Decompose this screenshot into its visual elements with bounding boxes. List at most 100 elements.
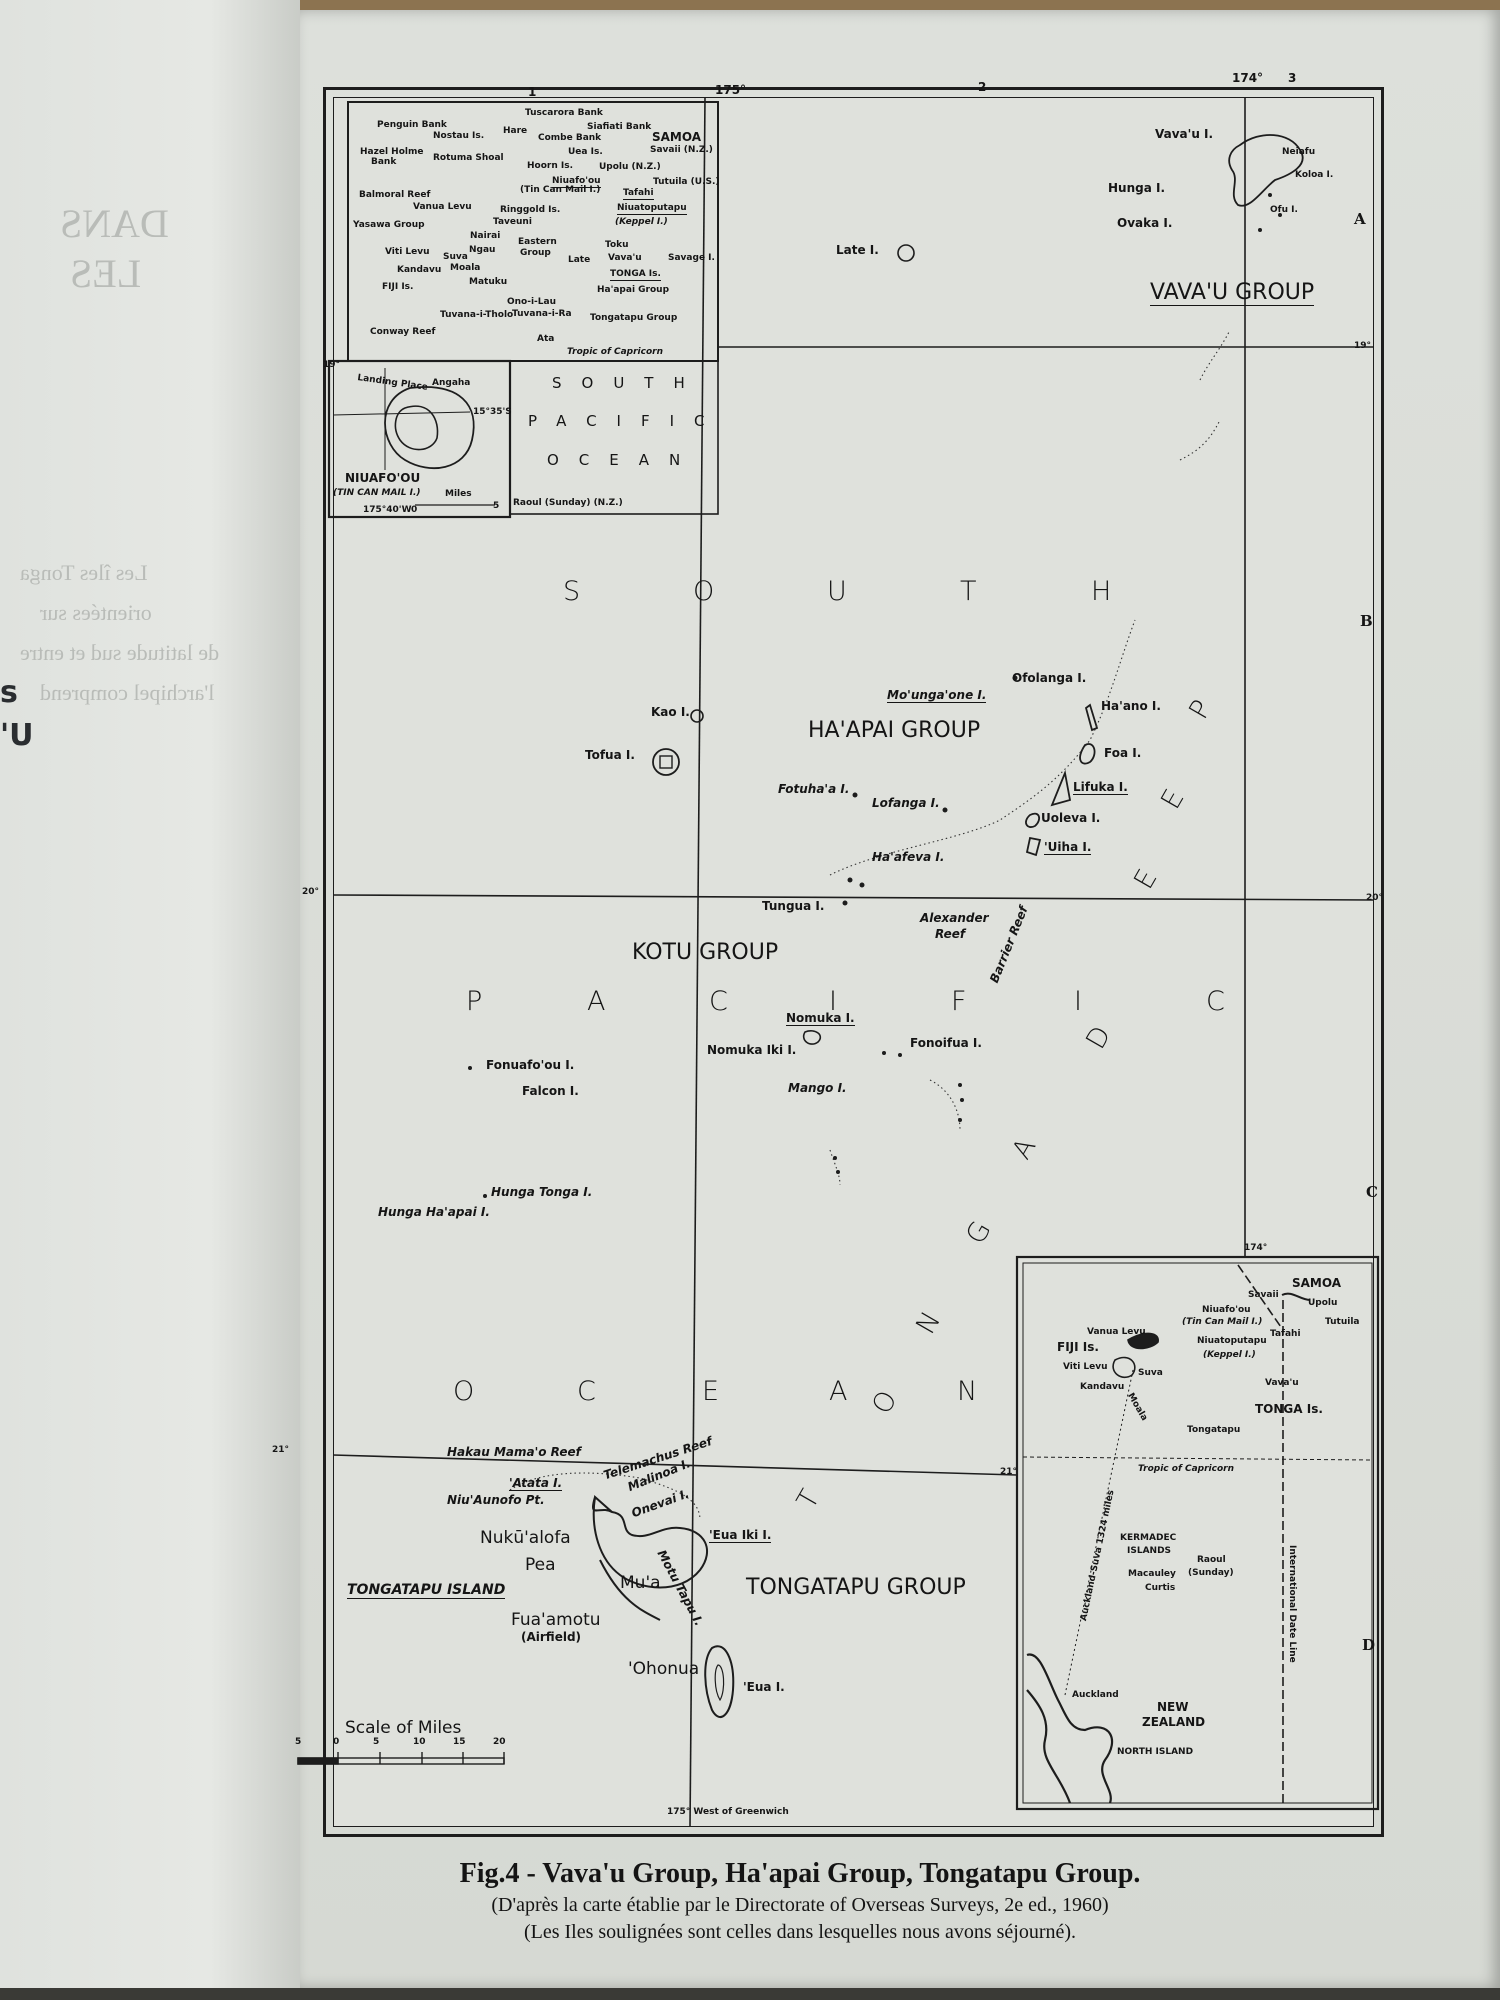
map-label: Tofua I. [585,748,635,762]
bottom-inset-label: Macauley [1128,1569,1176,1579]
map-label: Nomuka Iki I. [707,1043,797,1057]
inset-label: Nostau Is. [433,131,485,141]
inset-label: Ha'apai Group [597,285,670,295]
bottom-inset-label: Savaii [1248,1290,1279,1300]
map-label: Hunga I. [1108,181,1166,195]
inset-label: SAMOA [652,130,702,144]
map-label: Niu'Aunofo Pt. [447,1493,545,1507]
bottom-inset-label: (Keppel I.) [1203,1350,1256,1360]
ghost-text: Les îles Tonga [20,560,148,585]
ocean-letter: A [829,1376,848,1407]
map-label: Fotuha'a I. [778,782,850,796]
inset-label: Tutuila (U.S.) [653,177,720,187]
inset-label: Tongatapu Group [590,313,678,323]
map-label: Lofanga I. [872,796,940,810]
map-label: Nukū'alofa [480,1528,571,1548]
inset-label: FIJI Is. [382,282,414,292]
ocean-letter: S [563,576,581,607]
niuafoou-label: Angaha [432,378,471,388]
inset-label: Toku [605,240,629,250]
bottom-inset-label: Curtis [1145,1583,1176,1593]
inset-label: Late [568,255,591,265]
inset-label: Nairai [470,231,501,241]
ocean-letter: C [1206,986,1225,1017]
longitude-label: 175° West of Greenwich [667,1807,789,1817]
niuafoou-label: 0 [411,505,418,515]
scale-tick: 15 [453,1737,466,1747]
bottom-inset-label: NORTH ISLAND [1117,1747,1194,1757]
inset-label: TONGA Is. [610,269,661,281]
map-label: 'Eua Iki I. [709,1528,772,1543]
bottom-inset-label: KERMADEC [1120,1533,1177,1543]
niuafoou-label: (TIN CAN MAIL I.) [333,488,421,498]
niuafoou-label: Miles [445,489,472,499]
bottom-inset-label: Kandavu [1080,1382,1125,1392]
ocean-letter: O [453,1376,475,1407]
bottom-inset-label: Tafahi [1270,1329,1301,1339]
ocean-box-text: SOUTH [552,374,705,392]
ocean-letter: E [702,1376,720,1407]
map-label: Fua'amotu [511,1610,601,1630]
inset-label: Kandavu [397,265,442,275]
inset-label: Hare [503,126,528,136]
ocean-letter: I [1074,986,1082,1017]
map-label: 'Atata I. [509,1476,563,1491]
grid-ref-top: 1 [528,85,537,99]
map-label: Nomuka I. [786,1011,855,1026]
inset-label: Vava'u [608,253,642,263]
niuafoou-label: 175°40'W [363,505,412,515]
scale-tick: 20 [493,1737,506,1747]
inset-label: Tuscarora Bank [525,108,603,118]
map-label: TONGATAPU ISLAND [347,1582,506,1599]
inset-label: (Tin Can Mail I.) [520,185,601,195]
ocean-letter: H [1091,576,1112,607]
left-page: DANS LES Les îles Tonga orientées sur de… [0,0,300,2000]
bottom-inset-label: International Date Line [1287,1545,1297,1663]
map-label: Ofolanga I. [1012,671,1087,685]
bottom-inset-label: NEW [1157,1700,1189,1714]
inset-label: Niuatoputapu [617,203,687,215]
inset-label: Hazel Holme [360,147,424,157]
inset-label: Tafahi [623,188,654,200]
inset-label: Suva [443,252,468,262]
raoul-label: Raoul (Sunday) (N.Z.) [513,498,623,508]
ocean-letter: A [587,986,606,1017]
grid-ref-right: C [1366,1183,1378,1201]
map-label: Neiafu [1282,147,1316,157]
map-label: 'Uiha I. [1044,840,1092,855]
scale-tick: 5 [373,1737,380,1747]
map-label: Ha'ano I. [1101,699,1161,713]
grid-ref-top: 175° [715,83,747,97]
map-label: 'Ohonua [628,1659,700,1679]
inset-label: (Keppel I.) [615,217,668,227]
bottom-inset-label: (Tin Can Mail I.) [1182,1317,1263,1327]
inset-label: Rotuma Shoal [433,153,504,163]
map-label: Hunga Tonga I. [491,1185,593,1199]
inset-label: Viti Levu [385,247,430,257]
bottom-inset-label: Tutuila [1325,1317,1360,1327]
map-label: Reef [935,927,966,941]
ocean-letter: N [957,1376,978,1407]
ocean-box-text: PACIFIC [528,412,725,430]
map-label: Hakau Mama'o Reef [447,1445,581,1459]
inset-label: Upolu (N.Z.) [599,162,661,172]
map-label: Alexander [920,911,989,925]
map-label: TONGATAPU GROUP [746,1575,966,1600]
map-label: Mango I. [788,1081,847,1095]
grid-ref-top: 3 [1288,71,1297,85]
inset-label: Yasawa Group [353,220,425,230]
scale-title: Scale of Miles [345,1718,462,1738]
niuafoou-label: NIUAFO'OU [345,471,421,485]
ghost-text: de latitude sud et entre [20,640,220,665]
figure-caption: Fig.4 - Vava'u Group, Ha'apai Group, Ton… [400,1858,1200,1944]
map-label: Koloa I. [1295,170,1334,180]
latitude-label: 20° [302,887,320,897]
bottom-inset-label: Vava'u [1265,1378,1299,1388]
bottom-inset-label: Niuatoputapu [1197,1336,1267,1346]
inset-label: Ono-i-Lau [507,297,557,307]
bottom-inset-label: Raoul [1197,1555,1226,1565]
inset-label: Ringgold Is. [500,205,561,215]
bottom-inset-label: Upolu [1308,1298,1338,1308]
caption-title: Fig.4 - Vava'u Group, Ha'apai Group, Ton… [459,1858,1141,1889]
grid-ref-right: D [1362,1636,1376,1654]
